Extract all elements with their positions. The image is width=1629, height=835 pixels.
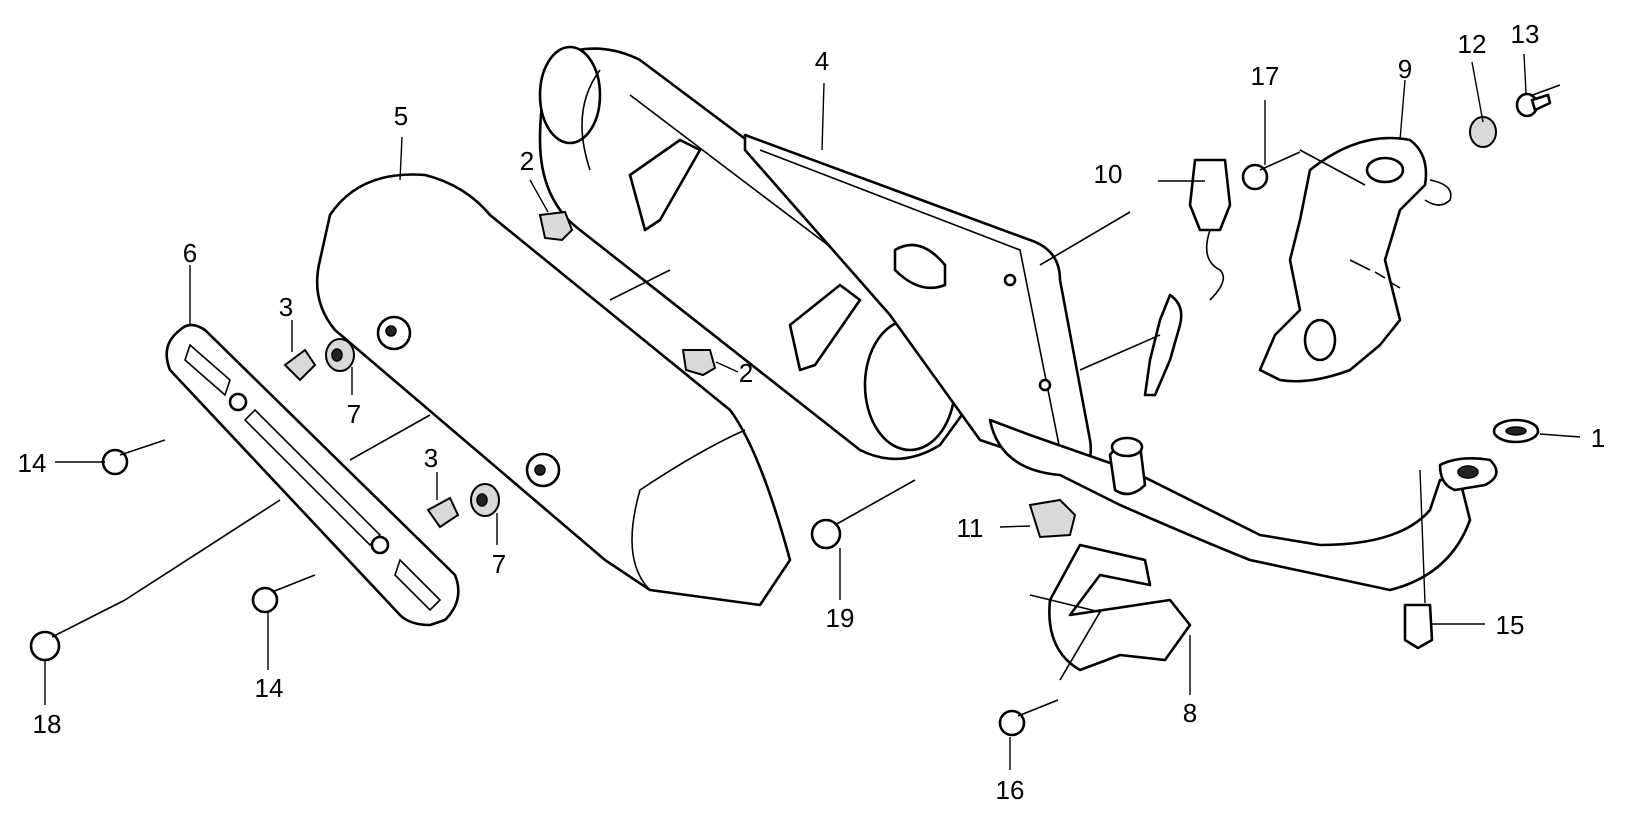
callout-16: 16 — [996, 775, 1025, 805]
callout-14-left: 14 — [18, 448, 47, 478]
callout-12: 12 — [1458, 29, 1487, 59]
clip-11 — [1028, 498, 1077, 539]
callout-3-lower: 3 — [424, 443, 438, 473]
bolt-14a — [101, 439, 166, 476]
bolt-19 — [810, 479, 916, 550]
grommet-12 — [1469, 116, 1497, 148]
flange-nut-15 — [1403, 603, 1434, 650]
grommet-7b — [470, 483, 500, 517]
callout-7-lower: 7 — [492, 549, 506, 579]
collar-3a — [283, 348, 317, 382]
exhaust-pipe — [988, 418, 1498, 592]
callout-3-upper: 3 — [279, 292, 293, 322]
callout-8: 8 — [1183, 698, 1197, 728]
callout-2-lower: 2 — [739, 358, 753, 388]
nut-2b — [681, 349, 717, 377]
callout-4: 4 — [815, 46, 829, 76]
callout-7-upper: 7 — [347, 399, 361, 429]
callout-6: 6 — [183, 238, 197, 268]
callout-2-upper: 2 — [520, 146, 534, 176]
callout-1: 1 — [1591, 423, 1605, 453]
bolt-18 — [29, 599, 126, 662]
callout-labels: 1 2 2 3 3 4 5 6 7 7 8 9 10 11 12 13 14 1… — [18, 19, 1606, 805]
callout-5: 5 — [394, 101, 408, 131]
callout-9: 9 — [1398, 54, 1412, 84]
bolt-17 — [1241, 151, 1301, 191]
pipe-clamp — [1048, 543, 1192, 672]
callout-19: 19 — [826, 603, 855, 633]
collar-3b — [426, 496, 460, 529]
callout-10: 10 — [1094, 159, 1123, 189]
bolt-14b — [251, 574, 316, 614]
bolt-13 — [1515, 92, 1552, 118]
shield-plate — [165, 323, 460, 627]
grommet-7a — [325, 338, 355, 372]
heat-shield — [315, 173, 792, 607]
oxygen-sensor — [1143, 158, 1232, 397]
bolt-16 — [998, 699, 1059, 737]
callout-17: 17 — [1251, 61, 1280, 91]
callout-15: 15 — [1496, 610, 1525, 640]
exhaust-guard — [1258, 136, 1452, 383]
callout-14-lower: 14 — [255, 673, 284, 703]
gasket-1 — [1492, 418, 1540, 444]
callout-18: 18 — [33, 709, 62, 739]
muffler-bracket — [743, 133, 1093, 472]
callout-13: 13 — [1511, 19, 1540, 49]
nut-2a — [538, 210, 574, 242]
leader-lines — [44, 53, 1581, 770]
callout-11: 11 — [957, 513, 984, 543]
